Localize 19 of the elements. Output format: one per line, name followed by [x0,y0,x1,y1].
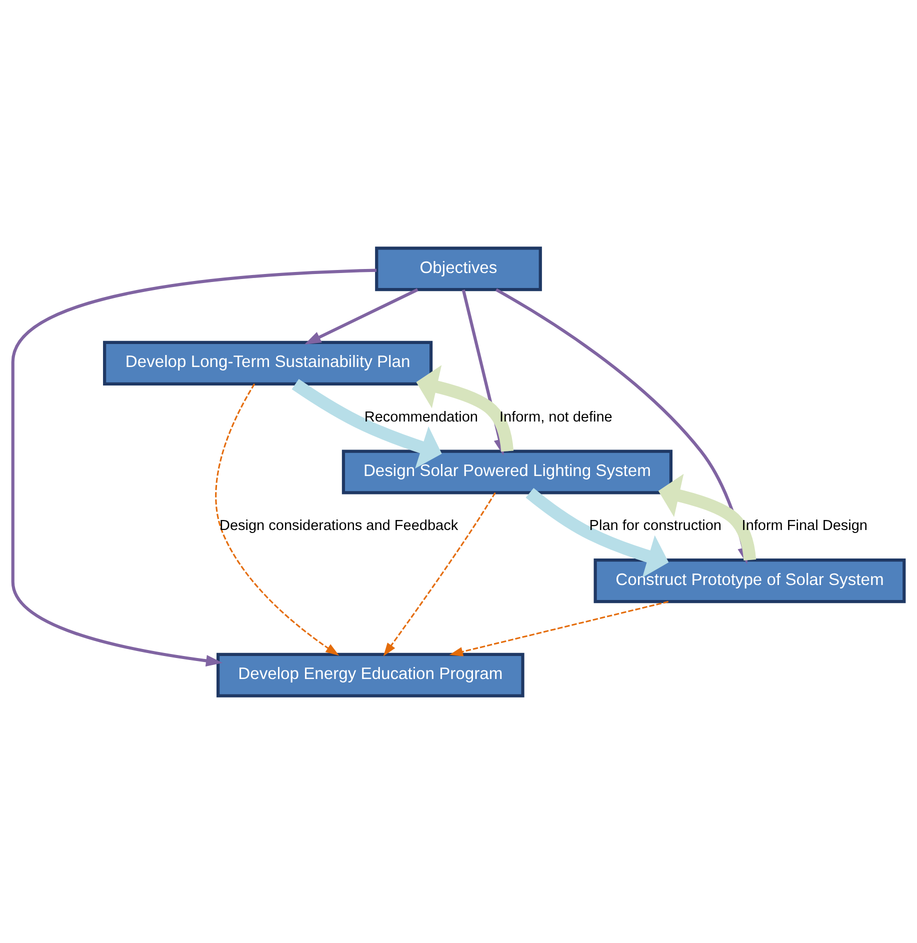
arrow [383,492,496,656]
arrow [215,383,340,656]
edge-label: Inform Final Design [742,518,868,534]
arrow [449,600,669,656]
edge-label: Design considerations and Feedback [220,518,458,534]
arrow [304,288,418,344]
node-box: Objectives [375,246,542,291]
node-box: Develop Energy Education Program [216,652,524,697]
arrow [526,487,669,578]
edge-label: Plan for construction [589,518,722,534]
edge-label: Recommendation [364,408,478,425]
edge-label: Inform, not define [499,408,612,425]
node-box: Develop Long-Term Sustainability Plan [103,340,433,385]
node-box: Construct Prototype of Solar System [594,558,906,603]
arrow [292,378,442,468]
arrow [11,268,377,666]
node-box: Design Solar Powered Lighting System [342,449,672,494]
arrow [416,364,514,452]
arrow [658,473,756,560]
